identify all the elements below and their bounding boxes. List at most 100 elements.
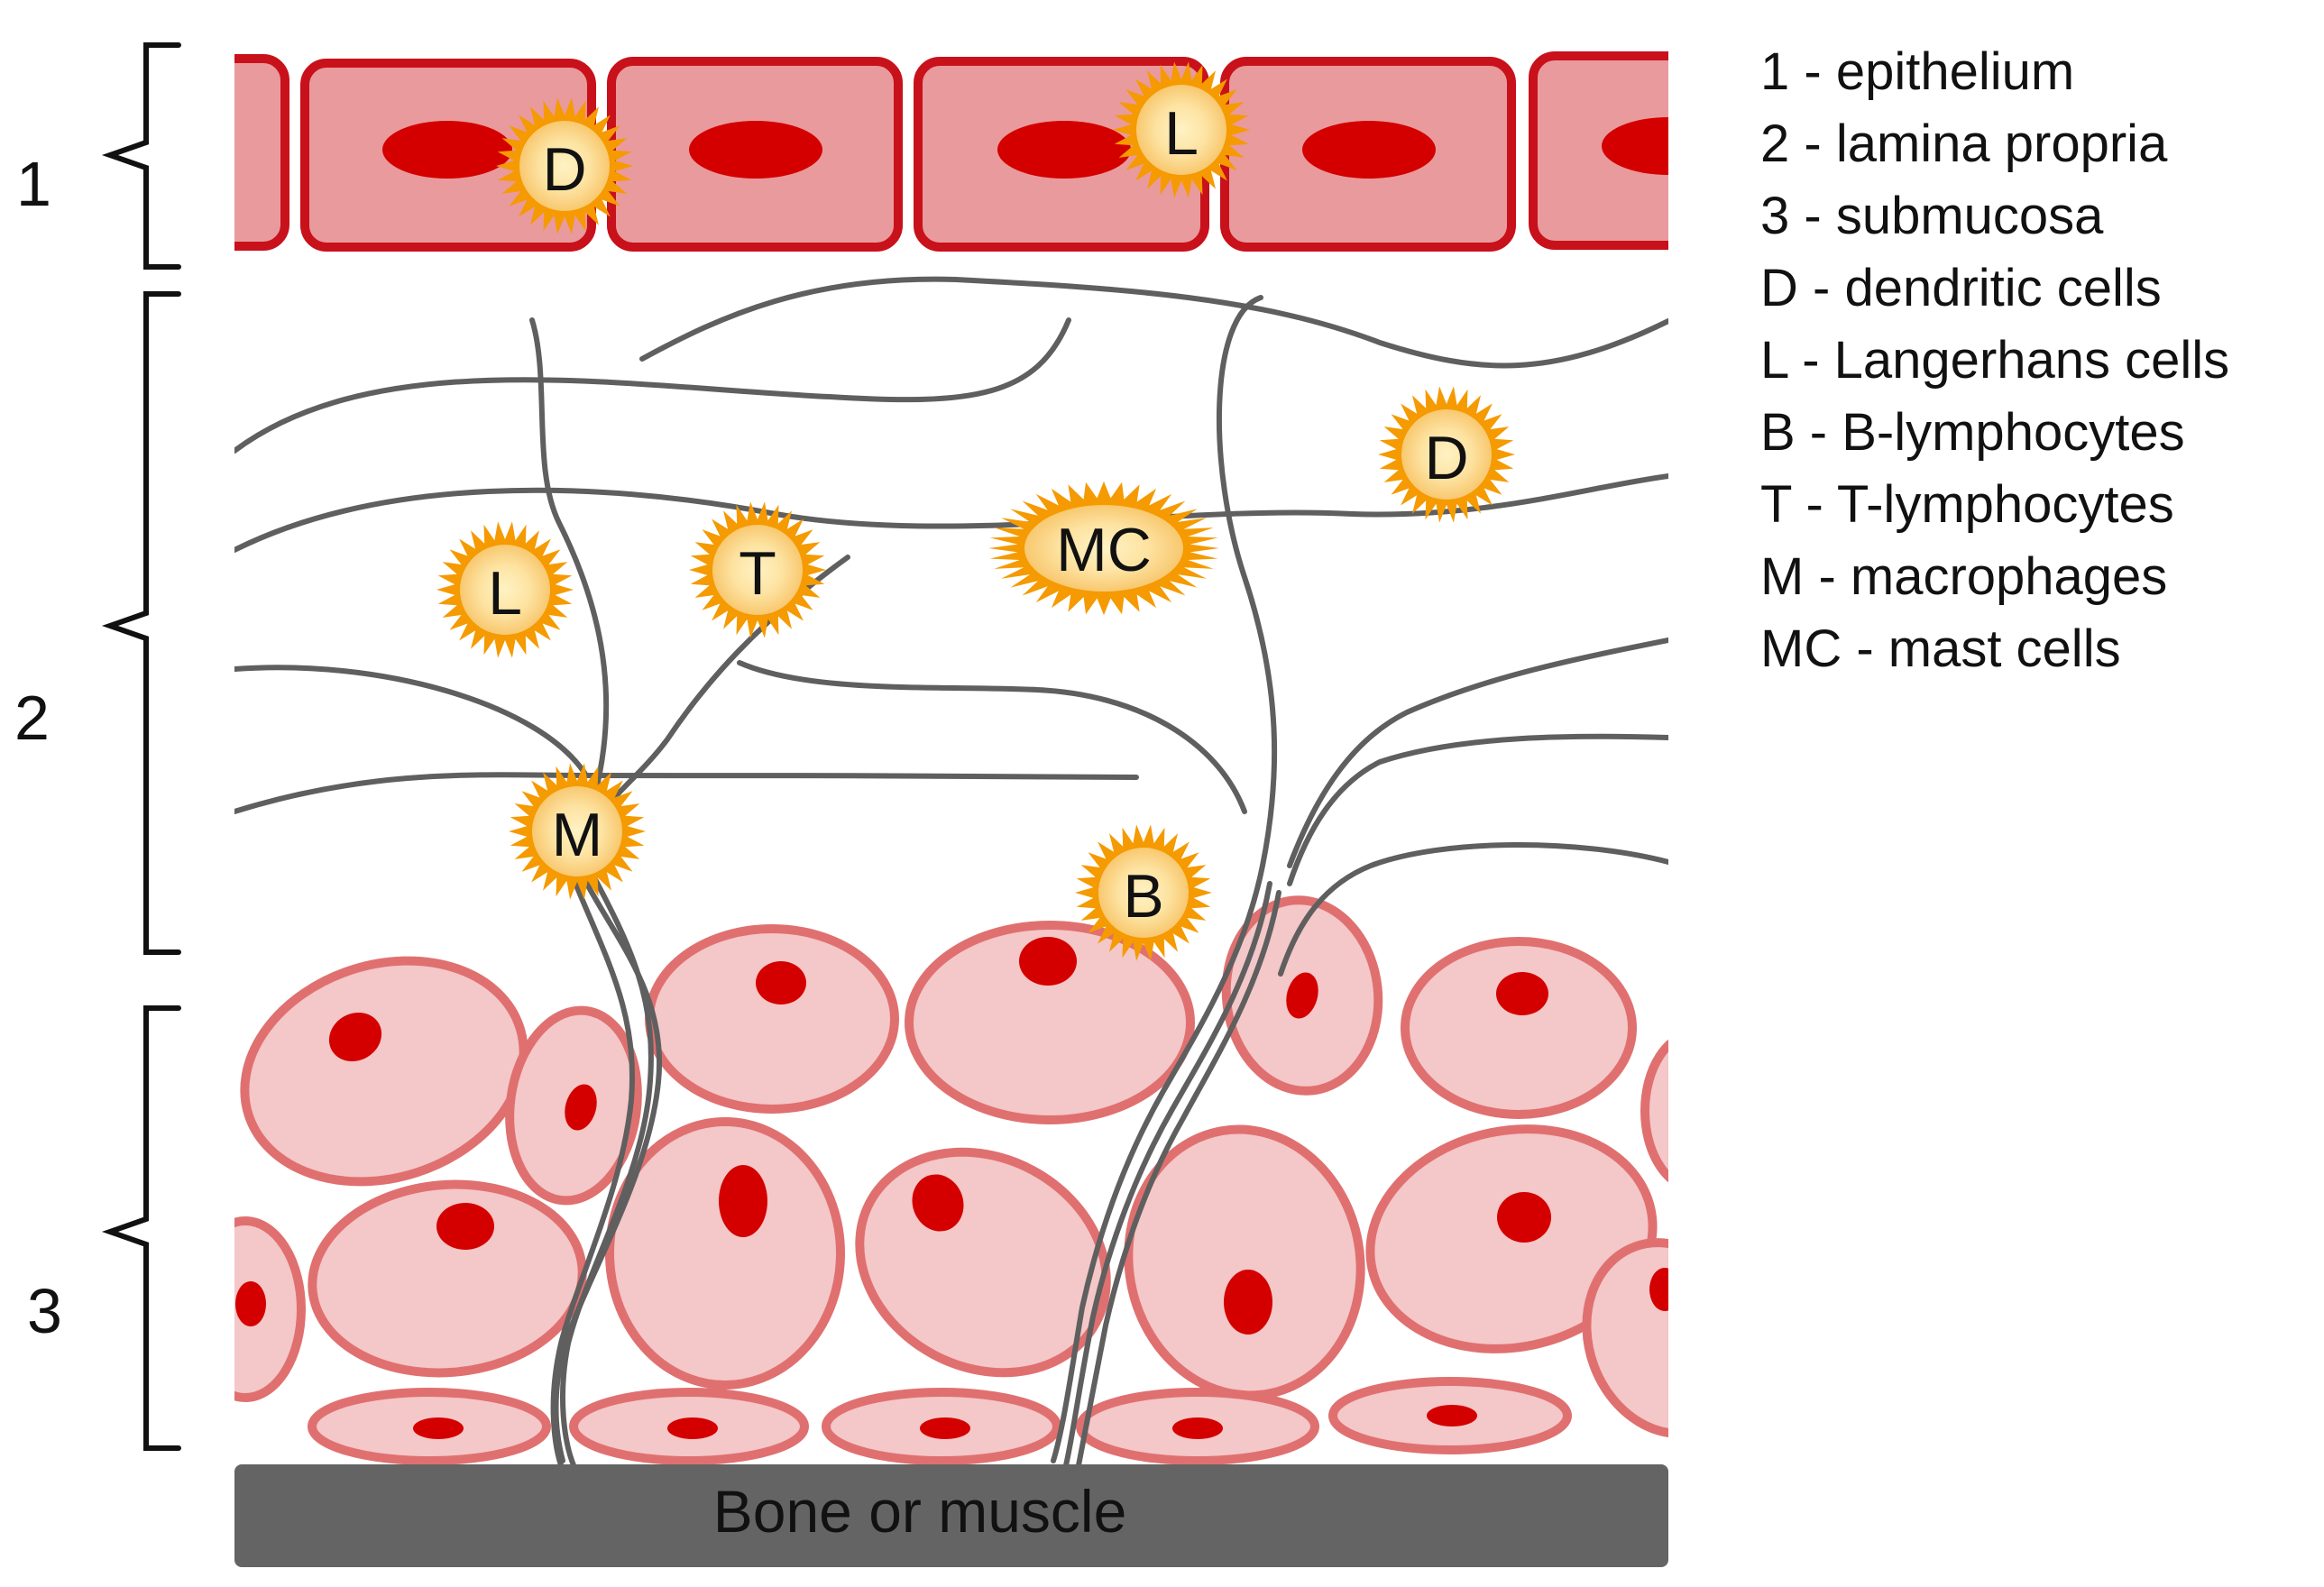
- cell-label: T: [739, 539, 776, 608]
- cell-body: [1098, 848, 1189, 938]
- bracket-submucosa: [101, 1005, 181, 1451]
- legend-item: 3 - submucosa: [1760, 187, 2104, 245]
- legend-item: 2 - lamina propria: [1760, 115, 2168, 173]
- dendritic-cell: D: [1378, 386, 1515, 523]
- cell-body: [519, 121, 610, 211]
- nucleus: [1286, 972, 1318, 1019]
- nucleus: [565, 1084, 597, 1131]
- nucleus: [1497, 1192, 1551, 1243]
- fiber: [1063, 881, 1272, 1468]
- fiber: [737, 660, 1247, 814]
- legend-abbr: D: [1760, 259, 1798, 317]
- connective-tissue-cell: [1582, 1238, 1668, 1438]
- nucleus: [235, 1281, 266, 1326]
- connective-tissue-cell: [234, 1216, 306, 1402]
- nucleus: [1224, 1270, 1272, 1335]
- cell-label: D: [542, 135, 586, 204]
- layer-number: 3: [27, 1276, 62, 1346]
- b-lymphocyte: B: [1075, 824, 1212, 961]
- legend-abbr: 2: [1760, 115, 1790, 173]
- nucleus: [912, 1174, 964, 1232]
- connective-tissue-cell: [1401, 937, 1637, 1119]
- layer-number: 1: [16, 149, 51, 219]
- langerhans-cell: L: [436, 521, 574, 658]
- layer-brackets: [101, 42, 181, 1451]
- cell-body: [1024, 505, 1183, 592]
- bracket-lamina-propria: [101, 291, 181, 955]
- legend-item: M - macrophages: [1760, 547, 2168, 606]
- collagen-fibers: [234, 276, 1668, 1468]
- macrophage: M: [509, 763, 646, 900]
- nucleus: [689, 121, 822, 179]
- nucleus: [413, 1417, 464, 1439]
- layer-number: 2: [14, 683, 50, 753]
- nucleus: [1649, 1268, 1668, 1311]
- nucleus: [1172, 1417, 1223, 1439]
- nucleus: [1302, 121, 1436, 179]
- cell-body: [1136, 85, 1226, 175]
- legend-abbr: 1: [1760, 42, 1790, 101]
- cell-label: M: [552, 801, 603, 869]
- legend-name: Langerhans cells: [1833, 331, 2230, 390]
- immune-cells: D L D L T: [436, 61, 1515, 961]
- legend-item: T - T-lymphocytes: [1760, 475, 2174, 534]
- submucosa-nuclei: [235, 937, 1668, 1439]
- fiber: [639, 276, 1668, 369]
- legend-name: epithelium: [1835, 42, 2075, 101]
- connective-tissue-cell: [240, 956, 528, 1187]
- legend-item: D - dendritic cells: [1760, 259, 2162, 317]
- fiber: [1051, 295, 1278, 1463]
- bracket-epithelium: [101, 42, 181, 270]
- cell-label: L: [488, 559, 522, 628]
- nucleus: [436, 1203, 494, 1250]
- fiber: [234, 665, 589, 778]
- nucleus: [667, 1417, 718, 1439]
- legend: 1 - epithelium 2 - lamina propria 3 - su…: [1760, 36, 2229, 685]
- fiber: [529, 317, 610, 796]
- cell-body: [532, 786, 622, 876]
- fiber: [550, 863, 635, 1468]
- nucleus: [920, 1417, 970, 1439]
- connective-tissue-cell: [905, 921, 1195, 1124]
- nucleus: [997, 121, 1131, 179]
- legend-abbr: B: [1760, 403, 1796, 462]
- nucleus: [382, 121, 512, 179]
- mast-cell: MC: [988, 481, 1219, 616]
- fiber: [234, 317, 1071, 454]
- epithelial-cell: [1529, 51, 1668, 250]
- fiber: [560, 863, 654, 1468]
- langerhans-cell: L: [1113, 61, 1250, 198]
- cell-label: L: [1164, 99, 1199, 168]
- legend-abbr: MC: [1760, 619, 1842, 678]
- legend-name: T-lymphocytes: [1836, 475, 2174, 534]
- connective-tissue-cell: [1124, 1124, 1365, 1400]
- legend-item: MC - mast cells: [1760, 619, 2121, 678]
- legend-abbr: L: [1760, 331, 1788, 390]
- fiber: [1278, 841, 1668, 977]
- legend-name: lamina propria: [1835, 115, 2168, 173]
- bone-or-muscle-bar: [234, 1464, 1668, 1567]
- legend-item: 1 - epithelium: [1760, 42, 2075, 101]
- t-lymphocyte: T: [689, 501, 826, 638]
- legend-name: B-lymphocytes: [1842, 403, 2185, 462]
- nucleus: [719, 1165, 767, 1237]
- connective-tissue-cell: [1640, 1039, 1668, 1183]
- cell-body: [712, 525, 803, 615]
- nucleus: [1602, 117, 1668, 175]
- nucleus: [1019, 937, 1077, 986]
- legend-abbr: T: [1760, 475, 1792, 534]
- legend-name: dendritic cells: [1844, 259, 2162, 317]
- legend-name: mast cells: [1888, 619, 2121, 678]
- fiber: [1287, 638, 1668, 868]
- legend-abbr: 3: [1760, 187, 1790, 245]
- connective-tissue-cell: [645, 924, 899, 1114]
- bone-or-muscle-layer: Bone or muscle: [234, 1464, 1668, 1567]
- dendritic-cell: D: [496, 97, 633, 234]
- cell-label: MC: [1056, 516, 1152, 584]
- fiber: [1287, 733, 1668, 886]
- fiber: [234, 772, 1139, 814]
- submucosa-layer: [234, 895, 1668, 1465]
- legend-name: macrophages: [1850, 547, 2168, 606]
- epithelial-cell: [234, 54, 289, 251]
